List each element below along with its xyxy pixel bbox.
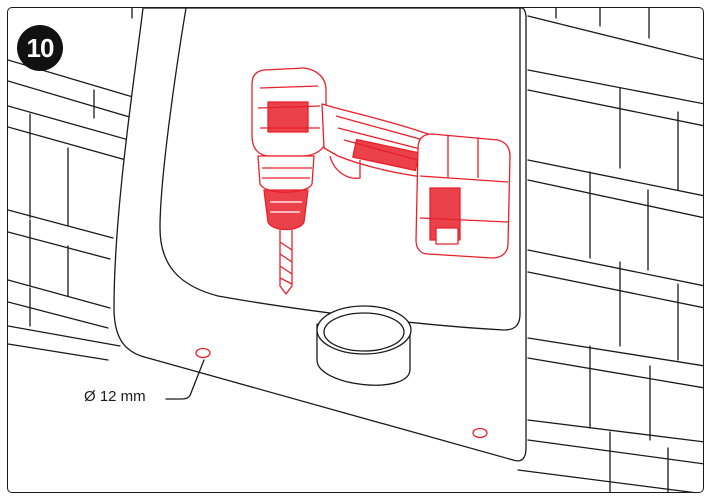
mounting-template-sheet [113, 8, 527, 462]
drill-hole-marker-icon [195, 347, 211, 359]
drill-hole-marker-icon [472, 427, 488, 439]
duct-collar-icon [316, 305, 412, 386]
template-window [159, 8, 521, 331]
step-number-badge: 10 [17, 25, 63, 71]
installation-illustration [8, 8, 703, 492]
hole-callout-leader [165, 359, 205, 400]
wall-floor-edge [8, 325, 695, 492]
illustration-frame: 10 Ø 12 mm [7, 7, 704, 493]
brick-wall-right [527, 8, 703, 492]
brick-wall-left [8, 8, 144, 329]
hole-diameter-label: Ø 12 mm [84, 388, 146, 405]
cordless-drill-icon [251, 67, 511, 295]
